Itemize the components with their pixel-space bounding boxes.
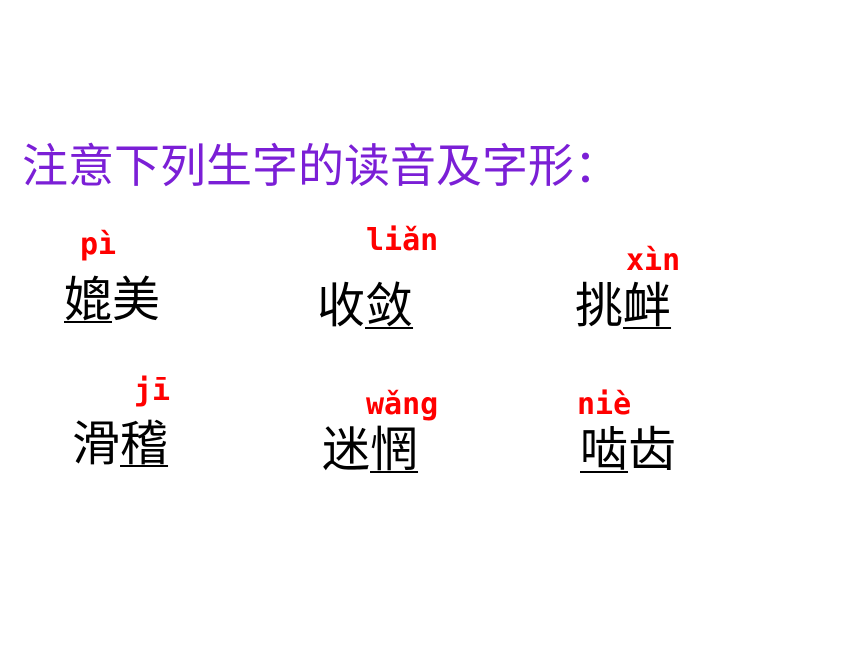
- word-tiaoxin-underlined: 衅: [623, 278, 672, 334]
- word-pimei-underlined: 媲: [64, 272, 113, 328]
- pinyin-nie: niè: [577, 387, 632, 422]
- pinyin-lian: liǎn: [366, 223, 439, 258]
- word-pimei: 媲美: [64, 276, 160, 324]
- word-niechi-underlined: 啮: [580, 422, 629, 478]
- pinyin-pi: pì: [80, 227, 117, 262]
- word-huaji-underlined: 稽: [120, 416, 169, 472]
- slide-title: 注意下列生字的读音及字形：: [22, 139, 620, 193]
- pinyin-xin: xìn: [626, 243, 681, 278]
- word-miwang-plain: 迷: [322, 422, 371, 478]
- word-miwang-underlined: 惘: [370, 422, 419, 478]
- word-niechi: 啮齿: [580, 426, 676, 474]
- word-tiaoxin-plain: 挑: [575, 278, 624, 334]
- word-niechi-plain: 齿: [628, 422, 677, 478]
- pinyin-ji: jī: [134, 373, 171, 408]
- word-shoulian-plain: 收: [317, 278, 366, 334]
- word-huaji-plain: 滑: [72, 416, 121, 472]
- word-tiaoxin: 挑衅: [575, 282, 671, 330]
- pinyin-wang: wǎng: [366, 387, 439, 422]
- word-miwang: 迷惘: [322, 426, 418, 474]
- word-shoulian-underlined: 敛: [365, 278, 414, 334]
- word-pimei-plain: 美: [112, 272, 161, 328]
- word-huaji: 滑稽: [72, 420, 168, 468]
- word-shoulian: 收敛: [317, 282, 413, 330]
